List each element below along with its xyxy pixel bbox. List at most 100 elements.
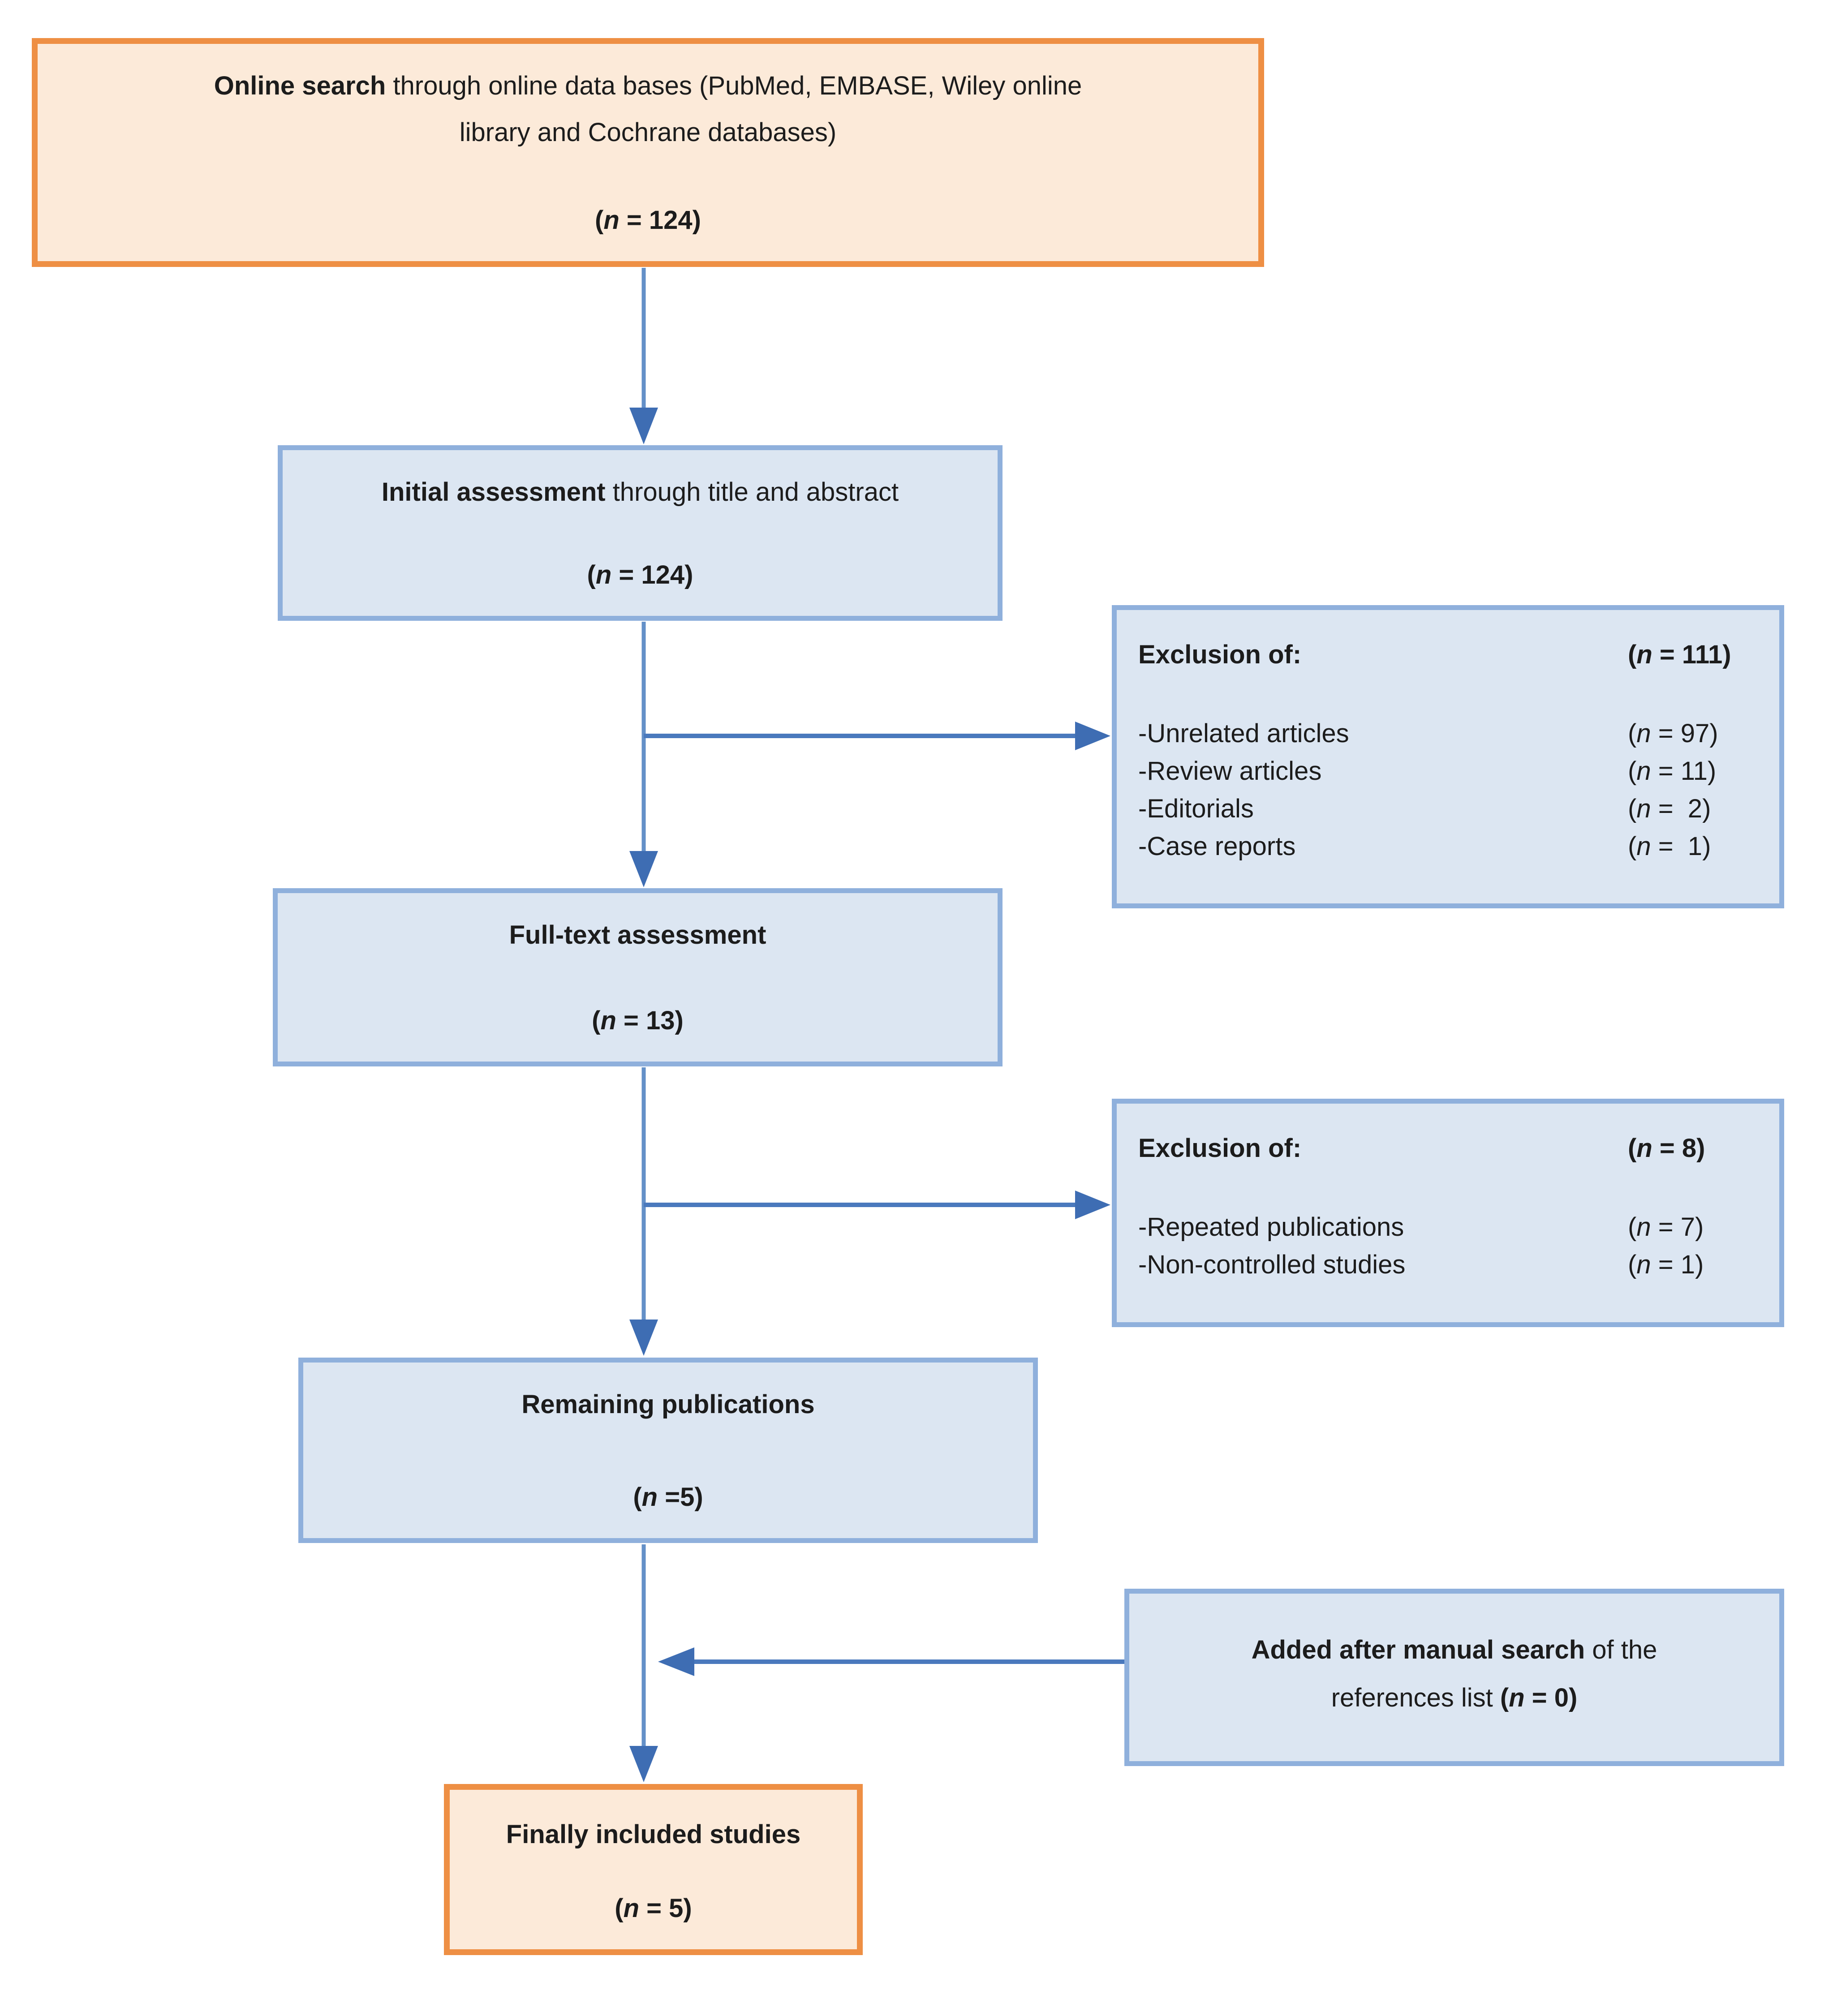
count: (n = 97) <box>1628 715 1767 752</box>
count-value: = 1) <box>1651 832 1711 861</box>
n-var: n <box>623 1894 640 1923</box>
online-search-title: Online search through online data bases … <box>58 63 1238 156</box>
count-value: = 124) <box>611 560 693 589</box>
count-prefix: ( <box>1500 1683 1509 1713</box>
count: (n = 0) <box>1500 1683 1577 1712</box>
n-var: n <box>595 560 612 589</box>
arrow-remaining-to-final <box>629 1544 658 1782</box>
count-prefix: ( <box>1628 1134 1637 1163</box>
online-search-line2: library and Cochrane databases) <box>459 118 837 147</box>
arrow-fulltext-to-remaining <box>629 1067 658 1356</box>
count-prefix: ( <box>615 1894 624 1923</box>
exclusion-item-label: -Review articles <box>1138 757 1322 786</box>
remaining-publications-title: Remaining publications <box>521 1390 815 1419</box>
fulltext-assessment-box: Full-text assessment (n = 13) <box>273 888 1003 1066</box>
branch-arrow-exclusion-2 <box>644 1191 1110 1219</box>
count: (n = 1) <box>1628 1246 1767 1284</box>
remaining-publications-box: Remaining publications (n =5) <box>298 1358 1038 1543</box>
count: (n = 2) <box>1628 790 1767 828</box>
online-search-title-bold: Online search <box>214 71 386 100</box>
count: (n = 111) <box>1628 636 1767 674</box>
arrow-initial-to-fulltext <box>629 622 658 887</box>
exclusion-item-label: -Repeated publications <box>1138 1212 1404 1242</box>
count-value: = 97) <box>1651 719 1718 748</box>
count: (n =5) <box>323 1482 1013 1512</box>
arrow-search-to-initial <box>629 268 658 444</box>
count: (n = 1) <box>1628 828 1767 865</box>
manual-search-line2: references list (n = 0) <box>1154 1674 1755 1722</box>
count-prefix: ( <box>1628 719 1637 748</box>
exclusion-2-item: -Non-controlled studies (n = 1) <box>1138 1246 1767 1284</box>
n-var: n <box>1636 832 1651 861</box>
count-prefix: ( <box>1628 832 1637 861</box>
initial-assessment-box: Initial assessment through title and abs… <box>278 445 1003 621</box>
exclusion-item-label: -Non-controlled studies <box>1138 1250 1406 1280</box>
n-var: n <box>1636 640 1652 669</box>
count: (n = 7) <box>1628 1208 1767 1246</box>
manual-search-line2-text: references list <box>1331 1683 1500 1713</box>
exclusion-1-heading: Exclusion of: <box>1138 640 1302 669</box>
branch-arrow-manual-search <box>658 1647 1125 1676</box>
initial-assessment-title-rest: through title and abstract <box>605 477 899 507</box>
count: (n = 8) <box>1628 1130 1767 1167</box>
count: (n = 13) <box>298 1006 977 1036</box>
exclusion-box-1: Exclusion of: (n = 111) -Unrelated artic… <box>1112 605 1784 908</box>
count-prefix: ( <box>1628 794 1637 824</box>
n-var: n <box>603 206 620 235</box>
n-var: n <box>1636 1250 1651 1280</box>
count-value: = 111) <box>1652 640 1731 669</box>
initial-assessment-title-bold: Initial assessment <box>381 477 606 507</box>
count-value: = 2) <box>1651 794 1711 824</box>
online-search-title-rest: through online data bases (PubMed, EMBAS… <box>386 71 1082 100</box>
manual-search-line1: Added after manual search of the <box>1154 1626 1755 1674</box>
manual-search-title-bold: Added after manual search <box>1251 1635 1585 1664</box>
n-var: n <box>1636 1134 1652 1163</box>
exclusion-1-item: -Case reports (n = 1) <box>1138 828 1767 865</box>
exclusion-item-label: -Case reports <box>1138 832 1296 861</box>
exclusion-box-2: Exclusion of: (n = 8) -Repeated publicat… <box>1112 1099 1784 1327</box>
count-prefix: ( <box>592 1006 601 1035</box>
count-value: = 8) <box>1652 1134 1705 1163</box>
exclusion-1-item: -Editorials (n = 2) <box>1138 790 1767 828</box>
count-value: = 5) <box>639 1894 692 1923</box>
count-prefix: ( <box>587 560 596 589</box>
n-var: n <box>641 1483 658 1512</box>
exclusion-1-heading-row: Exclusion of: (n = 111) <box>1138 636 1767 674</box>
final-included-box: Finally included studies (n = 5) <box>444 1784 863 1955</box>
exclusion-1-item: -Unrelated articles (n = 97) <box>1138 715 1767 752</box>
n-var: n <box>1636 757 1651 786</box>
count-prefix: ( <box>1628 757 1637 786</box>
exclusion-2-heading: Exclusion of: <box>1138 1134 1302 1163</box>
exclusion-item-label: -Unrelated articles <box>1138 719 1349 748</box>
exclusion-2-item: -Repeated publications (n = 7) <box>1138 1208 1767 1246</box>
manual-search-box: Added after manual search of the referen… <box>1124 1589 1784 1766</box>
fulltext-assessment-title: Full-text assessment <box>509 920 766 950</box>
count-value: = 1) <box>1651 1250 1704 1280</box>
n-var: n <box>1636 1212 1651 1242</box>
initial-assessment-title: Initial assessment through title and abs… <box>303 469 977 516</box>
online-search-line1: Online search through online data bases … <box>58 63 1238 109</box>
n-var: n <box>1636 719 1651 748</box>
count: (n = 124) <box>303 560 977 590</box>
exclusion-item-label: -Editorials <box>1138 794 1254 824</box>
count-prefix: ( <box>1628 640 1637 669</box>
count-prefix: ( <box>633 1483 642 1512</box>
count-value: = 124) <box>619 206 701 235</box>
n-var: n <box>1636 794 1651 824</box>
branch-arrow-exclusion-1 <box>644 722 1110 750</box>
count: (n = 124) <box>58 205 1238 235</box>
count: (n = 11) <box>1628 752 1767 790</box>
manual-search-title-rest: of the <box>1585 1635 1657 1664</box>
count-prefix: ( <box>595 206 604 235</box>
count-prefix: ( <box>1628 1212 1637 1242</box>
count-value: = 0) <box>1524 1683 1578 1713</box>
n-var: n <box>1509 1683 1525 1713</box>
final-included-title: Finally included studies <box>506 1820 801 1849</box>
exclusion-1-item: -Review articles (n = 11) <box>1138 752 1767 790</box>
count-prefix: ( <box>1628 1250 1637 1280</box>
n-var: n <box>600 1006 616 1035</box>
count-value: =5) <box>658 1483 703 1512</box>
count-value: = 11) <box>1651 757 1717 786</box>
